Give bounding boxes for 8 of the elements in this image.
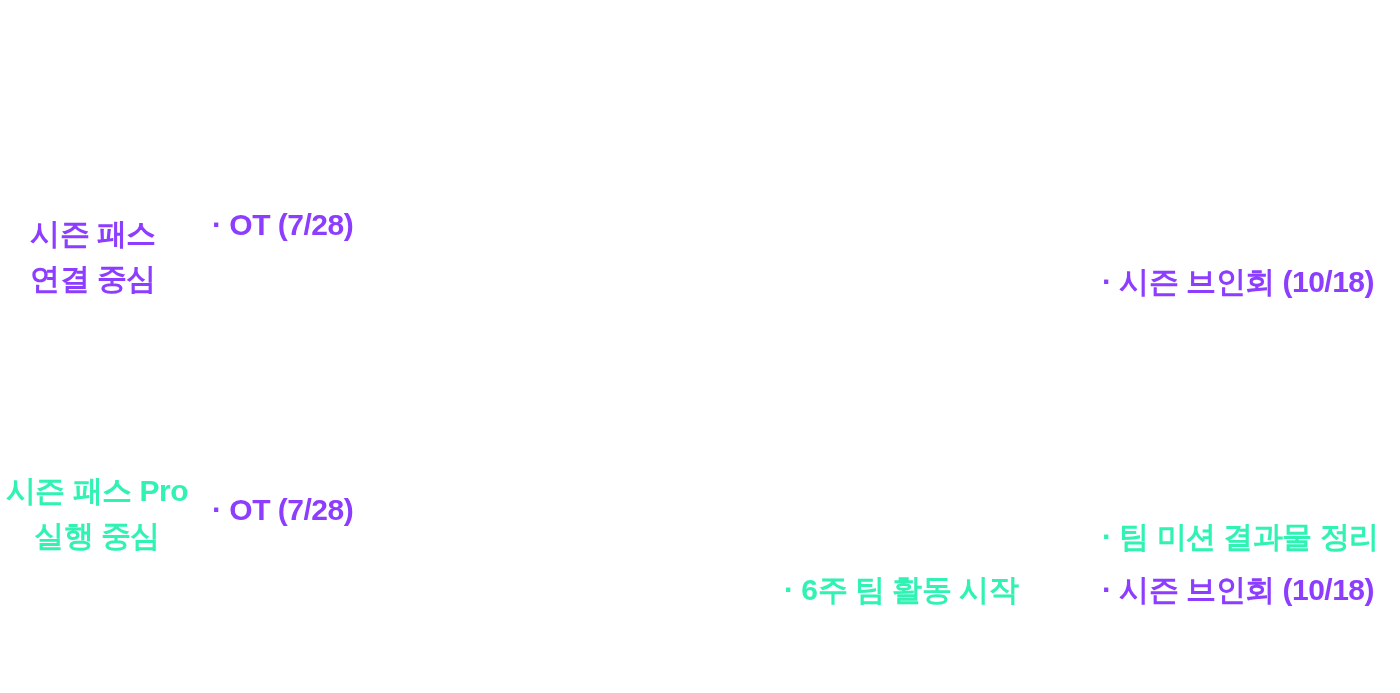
schedule-item: · OT (7/28) (212, 207, 354, 243)
schedule-item: · 시즌 브인회 (10/18) (1102, 572, 1375, 608)
schedule-item: · 팀 미션 결과물 정리 (1102, 519, 1379, 555)
schedule-item: · 6주 팀 활동 시작 (784, 572, 1018, 608)
track-heading: 시즌 패스 연결 중심 (29, 216, 157, 297)
track-heading: 시즌 패스 Pro 실행 중심 (4, 473, 190, 554)
schedule-item: · 시즌 브인회 (10/18) (1102, 264, 1375, 300)
schedule-item: · OT (7/28) (212, 492, 354, 528)
